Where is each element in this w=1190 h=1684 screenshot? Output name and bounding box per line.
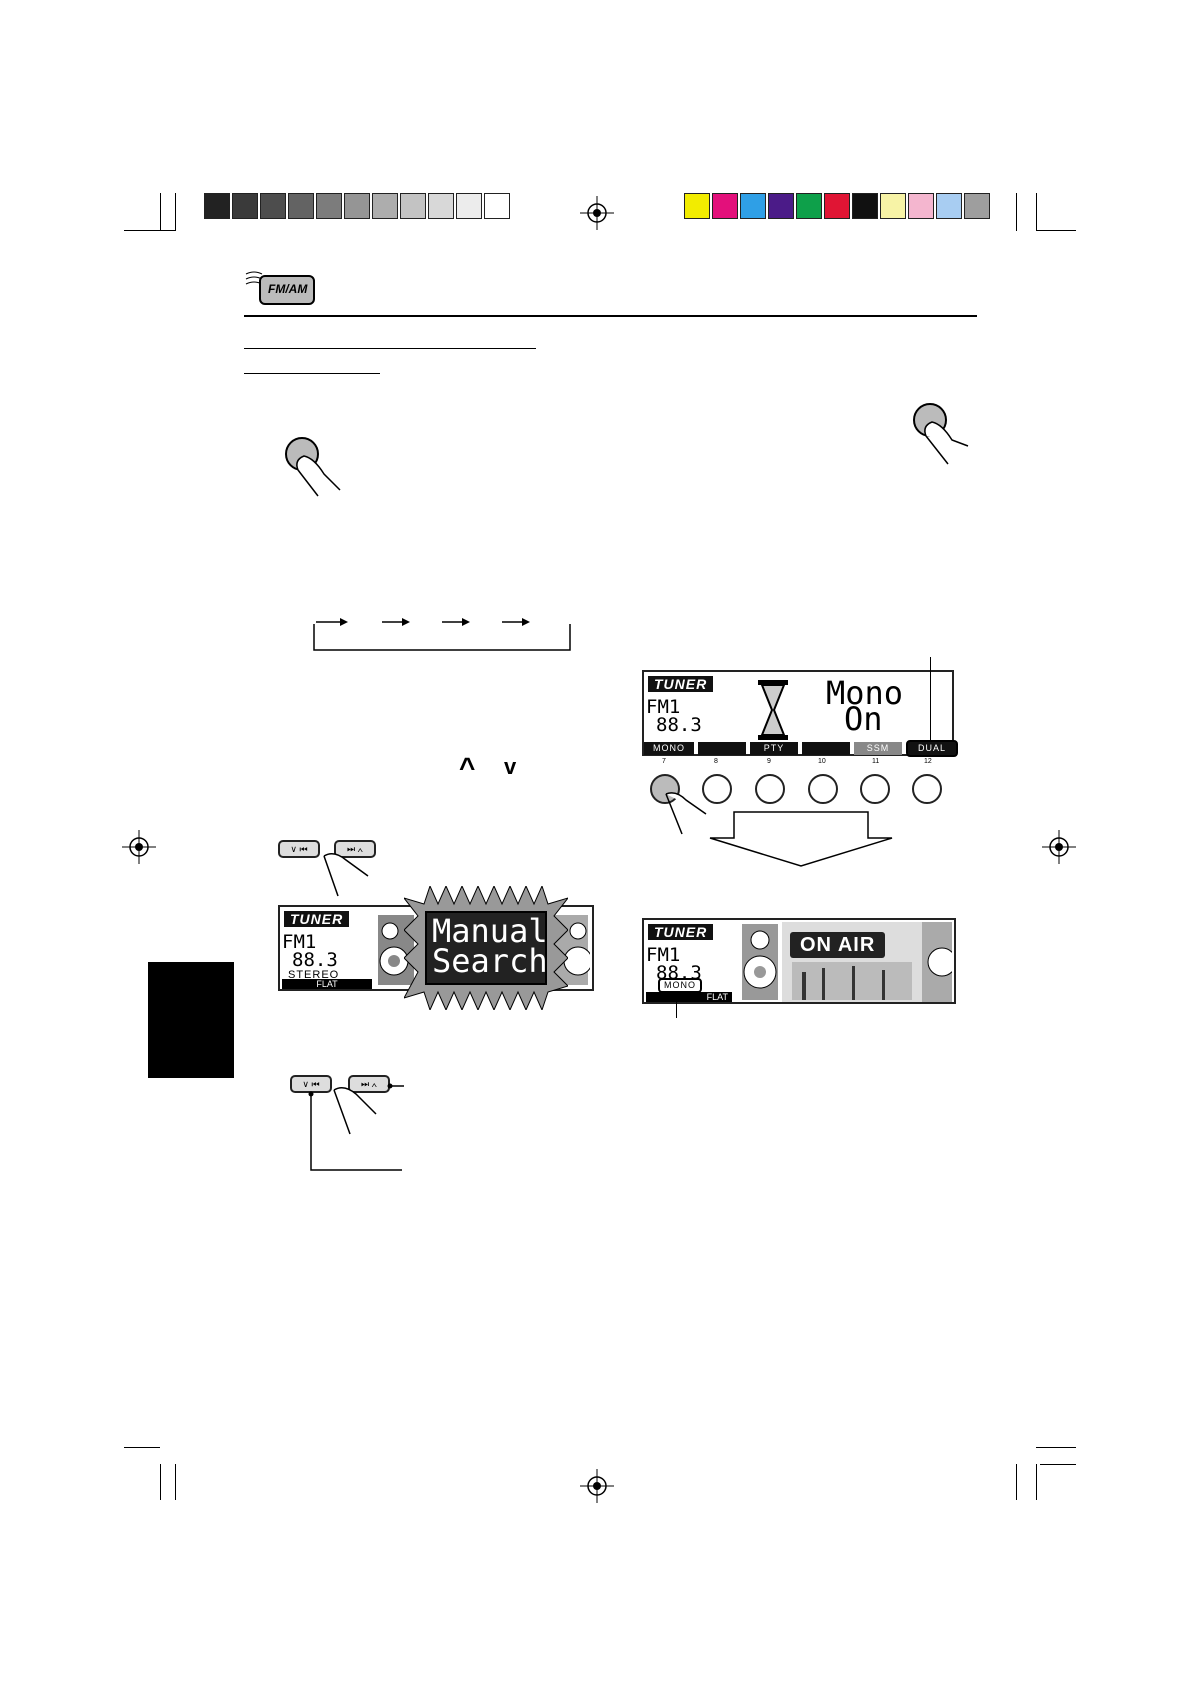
tuner-label: TUNER bbox=[648, 924, 714, 940]
key-number: 8 bbox=[714, 758, 718, 765]
softkey-mono: MONO bbox=[644, 742, 694, 755]
gray-swatch bbox=[316, 193, 342, 219]
gray-swatch bbox=[400, 193, 426, 219]
preset-button-10[interactable] bbox=[808, 774, 838, 804]
gray-calibration-bar bbox=[204, 193, 512, 219]
gray-swatch bbox=[344, 193, 370, 219]
search-message-line2: Search bbox=[432, 942, 548, 980]
key-number: 7 bbox=[662, 758, 666, 765]
tuner-label: TUNER bbox=[284, 911, 350, 927]
mono-indicator: MONO bbox=[658, 978, 702, 993]
seek-down-button[interactable]: ∨ ⏮ bbox=[278, 840, 320, 858]
gray-swatch bbox=[372, 193, 398, 219]
mono-message-line1: Mono bbox=[826, 674, 904, 712]
section-tab bbox=[148, 962, 234, 1078]
color-swatch bbox=[684, 193, 710, 219]
band-label: FM1 bbox=[646, 944, 681, 966]
on-air-banner: ON AIR bbox=[790, 932, 886, 958]
hourglass-icon bbox=[758, 680, 788, 740]
finger-press-icon bbox=[285, 437, 341, 497]
color-swatch bbox=[880, 193, 906, 219]
band-label: FM1 bbox=[282, 931, 317, 953]
finger-press-icon bbox=[913, 403, 969, 465]
preset-button-11[interactable] bbox=[860, 774, 890, 804]
mono-message-line2: On bbox=[844, 700, 883, 738]
section-underline bbox=[244, 373, 380, 374]
key-number: 12 bbox=[924, 758, 932, 765]
registration-mark-icon bbox=[580, 196, 614, 230]
gray-swatch bbox=[428, 193, 454, 219]
callout-line bbox=[930, 657, 931, 741]
stereo-indicator: STEREO bbox=[288, 969, 340, 981]
gray-swatch bbox=[260, 193, 286, 219]
softkey-dual: DUAL bbox=[906, 740, 958, 757]
finger-press-icon bbox=[665, 792, 707, 835]
frequency-label: 88.3 bbox=[656, 714, 702, 736]
frequency-label: 88.3 bbox=[292, 949, 338, 971]
callout-line bbox=[676, 1000, 677, 1018]
search-message-line1: Manual bbox=[432, 912, 548, 950]
mono-display-panel: TUNER FM1 88.3 Mono On MONO PTY SSM DUAL bbox=[642, 670, 958, 757]
color-swatch bbox=[936, 193, 962, 219]
key-number: 10 bbox=[818, 758, 826, 765]
color-swatch bbox=[740, 193, 766, 219]
fm-am-icon: FM/AM bbox=[244, 268, 318, 308]
gray-swatch bbox=[232, 193, 258, 219]
preset-button-8[interactable] bbox=[702, 774, 732, 804]
result-display-panel: TUNER FM1 88.3 MONO FLAT ON AIR bbox=[642, 918, 956, 1004]
color-swatch bbox=[712, 193, 738, 219]
section-underline bbox=[244, 348, 536, 349]
softkey-blank bbox=[802, 742, 850, 755]
preset-button-12[interactable] bbox=[912, 774, 942, 804]
speaker-icon bbox=[742, 924, 778, 1000]
callout-lines bbox=[308, 1083, 404, 1171]
registration-mark-icon bbox=[580, 1469, 614, 1503]
preset-button-7[interactable] bbox=[650, 774, 680, 804]
color-swatch bbox=[908, 193, 934, 219]
registration-mark-icon bbox=[1042, 830, 1076, 864]
band-label: FM1 bbox=[646, 696, 681, 718]
color-calibration-bar bbox=[684, 193, 992, 219]
color-swatch bbox=[768, 193, 794, 219]
caret-up-icon: ^ bbox=[459, 752, 476, 783]
eq-indicator: FLAT bbox=[282, 979, 372, 989]
color-swatch bbox=[964, 193, 990, 219]
header-rule bbox=[244, 315, 977, 317]
color-swatch bbox=[824, 193, 850, 219]
gray-swatch bbox=[288, 193, 314, 219]
starburst-icon bbox=[404, 886, 568, 1010]
gray-swatch bbox=[484, 193, 510, 219]
registration-mark-icon bbox=[122, 830, 156, 864]
seek-up-button[interactable]: ⏭ ∧ bbox=[334, 840, 376, 858]
caret-down-icon: v bbox=[504, 754, 517, 779]
eq-indicator: FLAT bbox=[646, 992, 732, 1002]
key-number: 11 bbox=[872, 758, 880, 765]
softkey-ssm: SSM bbox=[854, 742, 902, 755]
softkey-blank bbox=[698, 742, 746, 755]
tuner-label: TUNER bbox=[648, 676, 714, 692]
color-swatch bbox=[796, 193, 822, 219]
gray-swatch bbox=[204, 193, 230, 219]
finger-press-icon bbox=[333, 1087, 377, 1135]
color-swatch bbox=[852, 193, 878, 219]
preset-button-9[interactable] bbox=[755, 774, 785, 804]
softkey-pty: PTY bbox=[750, 742, 798, 755]
finger-press-icon bbox=[323, 853, 369, 897]
down-arrow-icon bbox=[709, 811, 893, 867]
fm-am-label: FM/AM bbox=[268, 282, 308, 296]
cycle-diagram bbox=[313, 618, 571, 651]
key-number: 9 bbox=[767, 758, 771, 765]
gray-swatch bbox=[456, 193, 482, 219]
